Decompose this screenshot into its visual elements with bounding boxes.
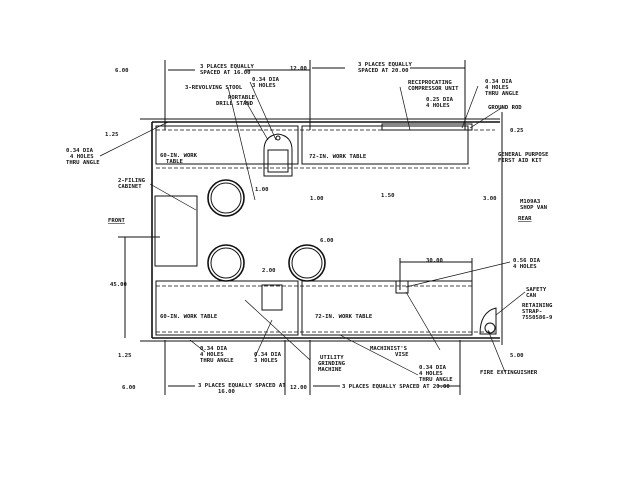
label-rear: REAR <box>518 216 532 222</box>
label-front: FRONT <box>108 218 125 224</box>
upper-work-tables <box>155 123 495 169</box>
dim-van-depth: 45.00 <box>110 282 127 288</box>
dim-bottom-wall-offset: 1.25 <box>118 353 131 359</box>
compressor-unit <box>381 123 473 131</box>
dim-bottom-gap: 12.00 <box>290 385 307 391</box>
revolving-stools <box>207 179 326 282</box>
dim-vise-distance: 30.00 <box>426 258 443 264</box>
dimension-lines <box>118 60 473 395</box>
dim-top-left-offset: 6.00 <box>115 68 129 74</box>
dim-table-gap-left: 1.00 <box>310 196 324 202</box>
dim-table-gap-mid: 1.50 <box>381 193 395 199</box>
filing-cabinet <box>154 195 198 267</box>
dim-bottom-spacing-20: 3 PLACES EQUALLY SPACED AT 20.00 <box>342 384 450 390</box>
dim-bottom-left-offset: 6.00 <box>122 385 136 391</box>
dim-drill-offset: 1.00 <box>255 187 269 193</box>
fire-extinguisher-and-safety-can <box>479 307 497 335</box>
dim-right-wall-offset: 0.25 <box>510 128 523 134</box>
callout-leaders <box>99 81 526 376</box>
dim-stool-spacing: 6.00 <box>320 238 334 244</box>
dim-table-gap-right: 3.00 <box>483 196 497 202</box>
dim-top-gap: 12.00 <box>290 66 307 72</box>
dim-grinder-offset: 2.00 <box>262 268 276 274</box>
label-table-60-bottom: 60-IN. WORK TABLE <box>160 314 217 320</box>
grinding-machine <box>261 284 283 311</box>
label-table-72-top: 72-IN. WORK TABLE <box>309 154 366 160</box>
machinists-vise <box>395 280 409 294</box>
drill-stand <box>263 133 293 177</box>
dim-extinguisher-offset: 5.00 <box>510 353 524 359</box>
callout-ground-rod: GROUND ROD <box>488 105 522 111</box>
dim-top-wall-offset: 1.25 <box>105 132 118 138</box>
callout-fire-extinguisher: FIRE EXTINGUISHER <box>480 370 538 376</box>
callout-revolving-stool: 3-REVOLVING STOOL <box>185 85 243 91</box>
van-outline <box>140 112 503 345</box>
lower-work-tables <box>155 280 495 336</box>
label-table-72-bottom: 72-IN. WORK TABLE <box>315 314 372 320</box>
